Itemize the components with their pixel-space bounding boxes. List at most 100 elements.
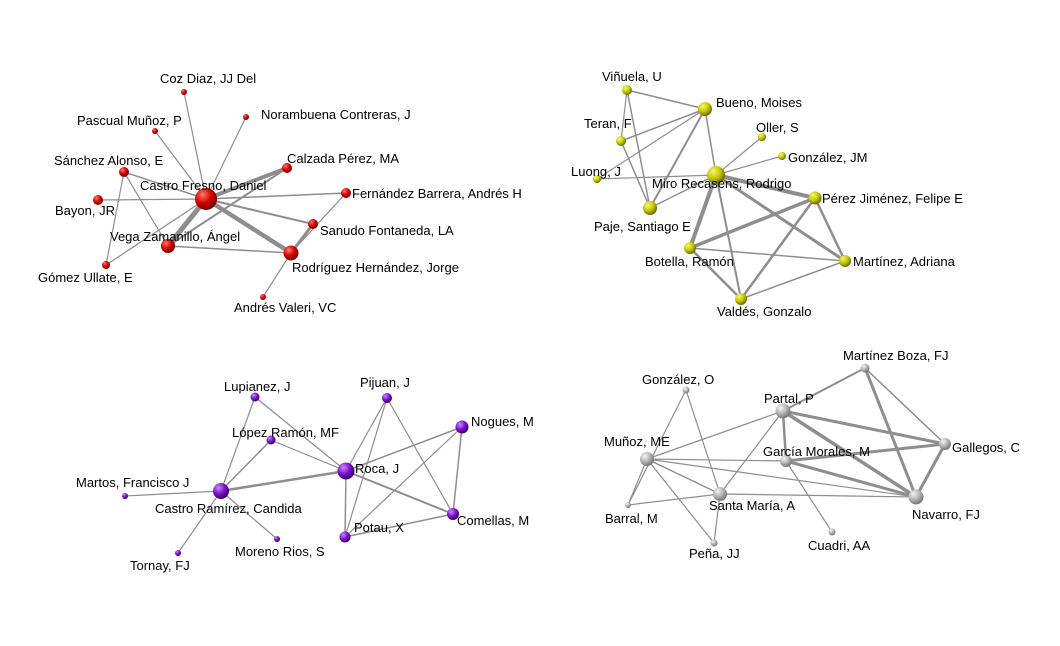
node-label-roca: Roca, J (355, 461, 399, 476)
node-nogues (455, 420, 469, 434)
node-fernandez (341, 188, 351, 198)
node-label-teran: Teran, F (584, 116, 632, 131)
node-comellas (447, 508, 459, 520)
edge-gonzalezo-santamaria (685, 389, 721, 495)
edge-munoz-garcia (646, 458, 787, 462)
edge-roca-comellas (345, 470, 454, 515)
node-gomez (102, 261, 110, 269)
edge-teran-paje (620, 140, 651, 209)
node-coz (181, 89, 187, 95)
node-label-botella: Botella, Ramón (645, 254, 734, 269)
node-luong (593, 175, 601, 183)
edge-bueno-paje (649, 108, 706, 209)
edge-castro-calzada (204, 166, 289, 201)
edge-miro-gonzalezjm (715, 155, 783, 176)
edge-garcia-cuadri (785, 460, 833, 533)
node-label-martinez: Martínez, Adriana (853, 254, 956, 269)
node-martinez (839, 255, 851, 267)
edge-castro-fernandez (205, 192, 347, 200)
edge-martos-castrorc (124, 490, 222, 497)
node-label-moreno: Moreno Rios, S (235, 544, 325, 559)
node-vinuela (622, 85, 632, 95)
edge-castro-gomez (105, 198, 207, 266)
edge-partal-garcia (781, 409, 788, 463)
node-martinezboza (860, 363, 870, 373)
node-label-calzada: Calzada Pérez, MA (287, 151, 399, 166)
nodes-layer (93, 85, 951, 556)
node-andres (260, 294, 266, 300)
edge-perez-valdes (739, 196, 817, 301)
node-label-pijuan: Pijuan, J (360, 375, 410, 390)
node-gonzalezjm (778, 152, 786, 160)
node-potau (339, 531, 351, 543)
node-label-martos: Martos, Francisco J (76, 475, 189, 490)
node-partal (775, 403, 791, 419)
edge-nogues-roca (345, 426, 463, 472)
node-label-coz: Coz Diaz, JJ Del (160, 71, 256, 86)
edge-miro-botella (688, 173, 718, 250)
node-label-vinuela: Viñuela, U (602, 69, 662, 84)
edge-partal-gallegos (781, 409, 947, 446)
node-label-castro: Castro Fresno, Daniel (140, 178, 267, 193)
node-label-luong: Luong, J (571, 164, 621, 179)
node-lupianez (250, 392, 260, 402)
node-castro (195, 188, 217, 210)
edge-munoz-navarro (646, 458, 917, 498)
node-pijuan (382, 393, 392, 403)
edge-bueno-luong (596, 108, 706, 180)
edge-gonzalezo-barral (627, 389, 687, 506)
node-label-sanudo: Sanudo Fontaneda, LA (320, 223, 454, 238)
edge-martinezboza-partal (782, 367, 866, 412)
node-norambuena (243, 114, 249, 120)
edge-castro-norambuena (205, 116, 247, 200)
node-label-barral: Barral, M (605, 511, 658, 526)
edge-pijuan-potau (344, 397, 388, 538)
node-label-gonzalezjm: González, JM (788, 150, 867, 165)
node-miro (707, 166, 725, 184)
edge-gallegos-navarro (914, 442, 947, 499)
node-gonzalezo (682, 386, 690, 394)
edge-bueno-miro (704, 108, 717, 176)
edge-santamaria-barral (627, 493, 721, 506)
node-valdes (735, 293, 747, 305)
node-label-santamaria: Santa María, A (709, 498, 795, 513)
edge-sanchez-gomez (105, 171, 125, 266)
node-label-tornay: Tornay, FJ (130, 558, 190, 573)
node-sanchez (119, 167, 129, 177)
node-label-lupianez: Lupianez, J (224, 379, 291, 394)
edge-nogues-comellas (452, 426, 463, 515)
node-label-castrorc: Castro Ramírez, Candida (155, 501, 302, 516)
edge-vega-rodriguez (167, 245, 292, 254)
node-teran (616, 136, 626, 146)
node-label-sanchez: Sánchez Alonso, E (54, 153, 163, 168)
node-label-valdes: Valdés, Gonzalo (717, 304, 811, 319)
node-label-garcia: García Morales, M (763, 444, 870, 459)
edge-vinuela-paje (626, 89, 651, 209)
edge-castro-sanchez (123, 171, 207, 200)
node-label-potau: Potau, X (354, 520, 404, 535)
node-label-rodriguez: Rodríguez Hernández, Jorge (292, 260, 459, 275)
node-label-miro: Miro Recasens, Rodrigo (652, 176, 791, 191)
node-label-nogues: Nogues, M (471, 414, 534, 429)
node-bayon (93, 195, 103, 205)
edge-pijuan-comellas (386, 397, 454, 515)
node-pena (710, 539, 718, 547)
edge-miro-martinez (714, 173, 847, 263)
node-castrorc (213, 483, 229, 499)
node-martos (122, 493, 128, 499)
edge-martinezboza-gallegos (864, 367, 946, 445)
node-label-norambuena: Norambuena Contreras, J (261, 107, 411, 122)
edge-pijuan-roca (345, 397, 388, 472)
edge-santamaria-navarro (719, 493, 917, 498)
edge-munoz-barral (627, 458, 648, 506)
edge-martinez-valdes (740, 260, 846, 300)
edge-castrorc-tornay (177, 490, 222, 554)
edge-miro-perez (714, 173, 817, 200)
edge-miro-paje (649, 174, 717, 209)
edge-lopez-roca (270, 439, 347, 472)
edge-castrorc-moreno (220, 490, 278, 540)
node-sanudo (308, 219, 318, 229)
edge-bueno-teran (620, 108, 706, 142)
edge-santamaria-pena (713, 493, 721, 544)
